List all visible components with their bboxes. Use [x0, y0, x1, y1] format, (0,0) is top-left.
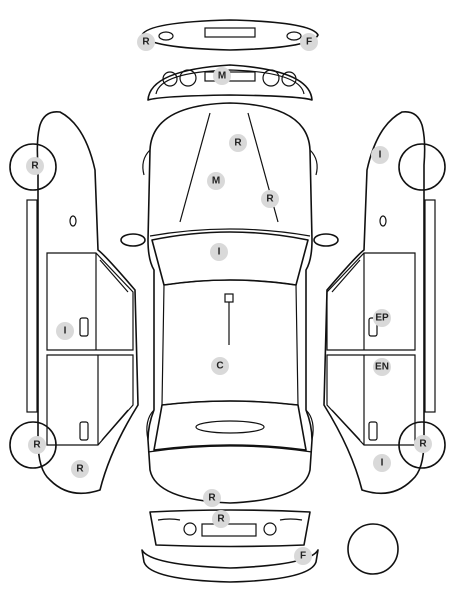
svg-text:F: F [300, 551, 306, 562]
marker-hood-right-lower[interactable]: R [261, 190, 279, 208]
spare-wheel [347, 523, 399, 575]
marker-rear-panel[interactable]: R [212, 510, 230, 528]
right-side-view [323, 110, 446, 495]
rear-bumper [141, 549, 319, 583]
svg-text:I: I [64, 326, 67, 337]
marker-hood-right[interactable]: R [229, 134, 247, 152]
marker-right-front-door[interactable]: EP [373, 309, 391, 327]
marker-right-rear-door[interactable]: EN [373, 358, 391, 376]
rear-panel [149, 509, 311, 548]
svg-text:R: R [217, 514, 225, 525]
svg-text:M: M [218, 71, 226, 82]
left-side-view [9, 110, 139, 495]
marker-hood-middle[interactable]: M [207, 172, 225, 190]
svg-text:I: I [379, 150, 382, 161]
svg-text:R: R [142, 37, 150, 48]
front-grille [147, 64, 313, 101]
svg-text:EP: EP [375, 313, 389, 324]
svg-text:R: R [266, 194, 274, 205]
svg-text:R: R [76, 464, 84, 475]
svg-text:M: M [212, 176, 220, 187]
marker-front-bumper-front[interactable]: F [300, 33, 318, 51]
marker-trunk-lid[interactable]: R [203, 489, 221, 507]
svg-text:R: R [234, 138, 242, 149]
marker-rear-bumper[interactable]: F [294, 547, 312, 565]
svg-text:R: R [419, 439, 427, 450]
marker-left-front-wheel[interactable]: R [26, 157, 44, 175]
marker-left-rear-wheel[interactable]: R [28, 436, 46, 454]
svg-text:R: R [31, 161, 39, 172]
svg-text:F: F [306, 37, 312, 48]
marker-grille[interactable]: M [213, 67, 231, 85]
marker-right-rear-quarter[interactable]: I [373, 454, 391, 472]
marker-left-front-door[interactable]: I [56, 322, 74, 340]
svg-text:I: I [381, 458, 384, 469]
marker-roof[interactable]: C [211, 357, 229, 375]
marker-left-rear-quarter[interactable]: R [71, 460, 89, 478]
svg-text:R: R [208, 493, 216, 504]
svg-text:C: C [216, 361, 223, 372]
marker-windshield[interactable]: I [210, 243, 228, 261]
car-body-top [120, 102, 339, 504]
svg-text:I: I [218, 247, 221, 258]
svg-text:EN: EN [375, 362, 389, 373]
svg-text:R: R [33, 440, 41, 451]
front-bumper [141, 19, 319, 51]
marker-right-rear-wheel[interactable]: R [414, 435, 432, 453]
marker-right-front-fender[interactable]: I [371, 146, 389, 164]
marker-front-bumper-right[interactable]: R [137, 33, 155, 51]
